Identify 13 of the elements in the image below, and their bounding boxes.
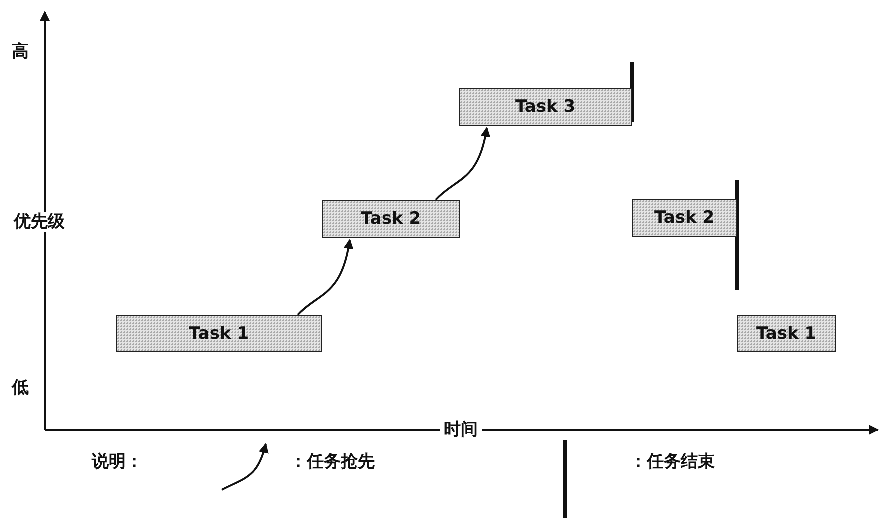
axis-label: 时间 <box>440 420 482 440</box>
task-box: Task 1 <box>737 315 836 352</box>
axis-label: 低 <box>12 378 29 398</box>
legend-title: 说明： <box>92 452 143 472</box>
task-box: Task 2 <box>632 199 737 237</box>
task-box: Task 1 <box>116 315 322 352</box>
curved-arrow <box>435 127 490 201</box>
axis-label: 高 <box>12 42 29 62</box>
task-box: Task 2 <box>322 200 460 238</box>
legend-text: ：任务抢先 <box>290 452 375 472</box>
curved-arrow <box>297 239 354 316</box>
task-box: Task 3 <box>459 88 632 126</box>
legend-text: ：任务结束 <box>630 452 715 472</box>
